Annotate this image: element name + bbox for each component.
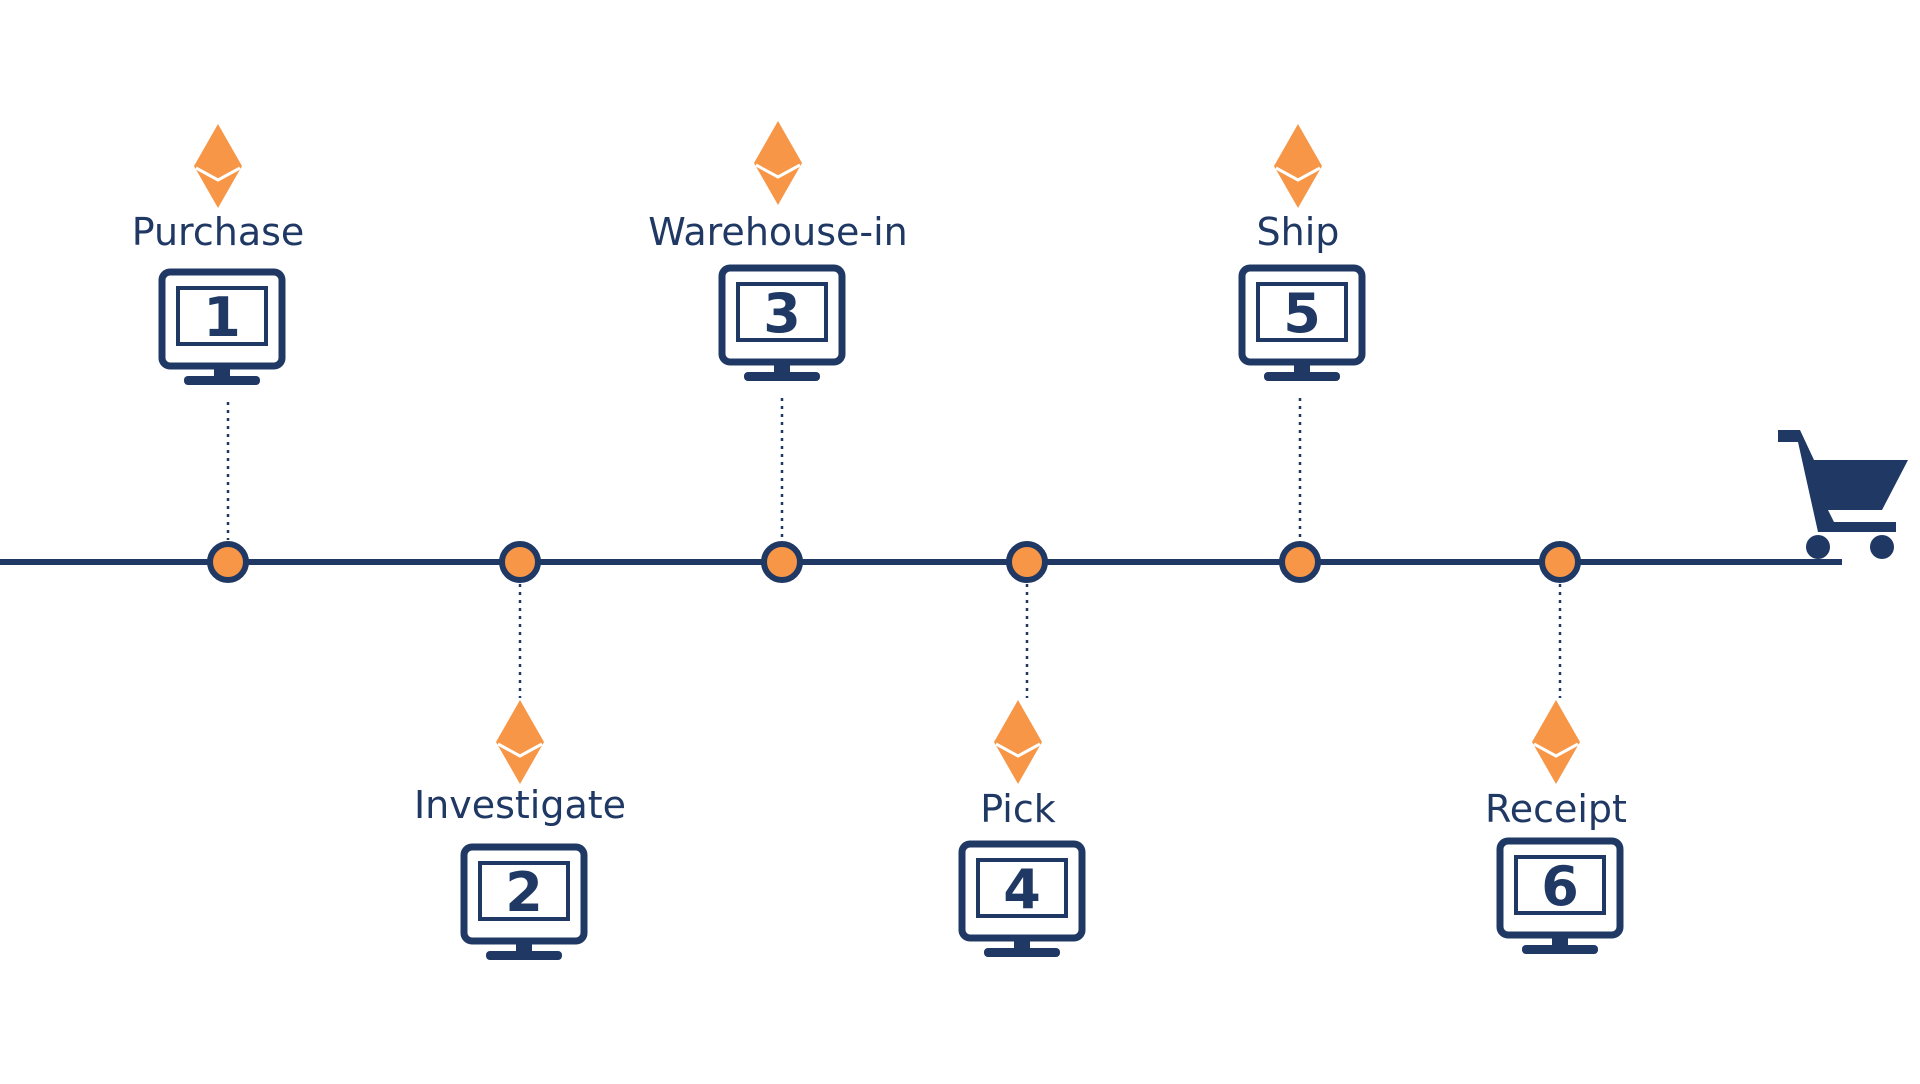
timeline-step: Receipt 6 [1485, 541, 1627, 954]
computer-monitor-icon [158, 268, 286, 385]
step-label: Investigate [414, 783, 626, 827]
timeline-node [1006, 541, 1048, 583]
computer-monitor-icon [1238, 264, 1366, 381]
step-number: 6 [1541, 855, 1579, 918]
diamond-gem-icon [1274, 124, 1322, 208]
step-label: Purchase [132, 210, 305, 254]
timeline-step: Warehouse-in 3 [648, 121, 908, 583]
timeline-node [499, 541, 541, 583]
timeline-node [761, 541, 803, 583]
step-number: 2 [505, 861, 543, 924]
step-label: Pick [980, 787, 1056, 831]
computer-monitor-icon [958, 840, 1086, 957]
step-label: Receipt [1485, 787, 1627, 831]
diamond-gem-icon [754, 121, 802, 205]
diamond-gem-icon [496, 700, 544, 784]
timeline-node [207, 541, 249, 583]
timeline-step: Ship 5 [1238, 124, 1366, 583]
computer-monitor-icon [460, 843, 588, 960]
step-number: 3 [763, 282, 801, 345]
timeline-node [1279, 541, 1321, 583]
step-number: 5 [1283, 282, 1321, 345]
diamond-gem-icon [194, 124, 242, 208]
computer-monitor-icon [1496, 837, 1624, 954]
step-number: 4 [1003, 858, 1041, 921]
step-label: Ship [1257, 210, 1340, 254]
step-number: 1 [203, 286, 241, 349]
timeline-step: Pick 4 [958, 541, 1086, 957]
computer-monitor-icon [718, 264, 846, 381]
shopping-cart-icon [1778, 430, 1908, 559]
step-label: Warehouse-in [648, 210, 908, 254]
timeline-node [1539, 541, 1581, 583]
diamond-gem-icon [994, 700, 1042, 784]
timeline-step: Purchase 1 [132, 124, 305, 583]
timeline-step: Investigate 2 [414, 541, 626, 960]
diamond-gem-icon [1532, 700, 1580, 784]
